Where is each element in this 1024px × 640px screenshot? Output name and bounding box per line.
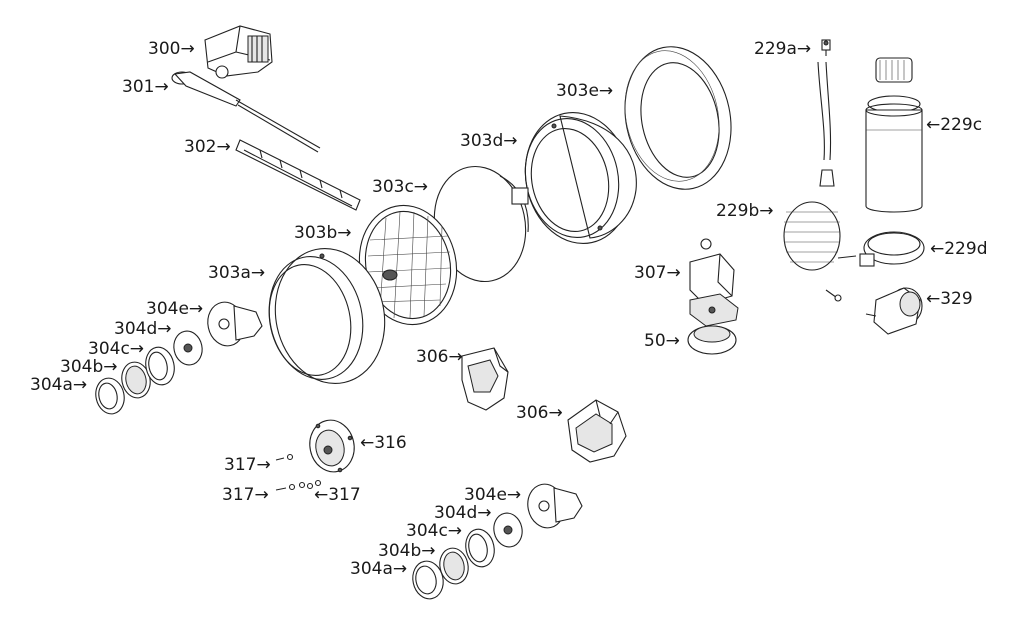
part-306-cover-bottom	[567, 399, 627, 463]
label-303a: 303a→	[208, 263, 265, 283]
label-307: 307→	[634, 263, 681, 283]
part-303d-lamp-bucket	[524, 111, 637, 245]
label-317-b: 317→	[222, 485, 269, 505]
label-304e-top: 304e→	[146, 299, 203, 319]
label-304b-bottom: 304b→	[378, 541, 435, 561]
label-316: ←316	[360, 433, 407, 453]
label-304c-bottom: 304c→	[406, 521, 462, 541]
part-303a-bezel-ring	[268, 247, 386, 385]
part-307-switch	[689, 238, 739, 327]
label-229b: 229b→	[716, 201, 773, 221]
label-329: ←329	[926, 289, 973, 309]
part-302-wiper-blade	[235, 139, 361, 211]
label-303d: 303d→	[460, 131, 517, 151]
label-304b-top: 304b→	[60, 357, 117, 377]
part-229a-nozzle	[821, 39, 831, 56]
part-316-hub	[309, 419, 355, 473]
label-304d-top: 304d→	[114, 319, 171, 339]
part-304-lower-assembly	[412, 483, 583, 600]
label-304d-bottom: 304d→	[434, 503, 491, 523]
label-317-c: ←317	[314, 485, 361, 505]
part-303e-outer-rim	[624, 46, 732, 190]
part-301-wiper-arm	[171, 71, 321, 153]
label-303e: 303e→	[556, 81, 613, 101]
label-303c: 303c→	[372, 177, 428, 197]
label-306-bottom: 306→	[516, 403, 563, 423]
label-229d: ←229d	[930, 239, 987, 259]
part-303b-lens	[358, 204, 458, 326]
part-304-upper-assembly	[95, 301, 263, 415]
part-229c-bottle	[865, 57, 923, 213]
part-329-pump	[865, 287, 923, 335]
label-304e-bottom: 304e→	[464, 485, 521, 505]
part-229b-coil	[783, 201, 857, 271]
part-317-screws	[275, 453, 322, 491]
label-50: 50→	[644, 331, 680, 351]
part-306-cover-top	[461, 347, 509, 411]
label-304a-bottom: 304a→	[350, 559, 407, 579]
label-301: 301→	[122, 77, 169, 97]
label-229a: 229a→	[754, 39, 811, 59]
part-300-wiper-motor	[204, 25, 273, 79]
label-229c: ←229c	[926, 115, 982, 135]
label-317-a: 317→	[224, 455, 271, 475]
part-229d-bracket	[859, 231, 925, 267]
part-50-cap	[687, 325, 737, 355]
part-washer-tube	[817, 61, 835, 187]
label-303b: 303b→	[294, 223, 351, 243]
label-300: 300→	[148, 39, 195, 59]
label-306-top: 306→	[416, 347, 463, 367]
label-302: 302→	[184, 137, 231, 157]
part-connector	[825, 289, 842, 302]
label-304c-top: 304c→	[88, 339, 144, 359]
label-304a-top: 304a→	[30, 375, 87, 395]
